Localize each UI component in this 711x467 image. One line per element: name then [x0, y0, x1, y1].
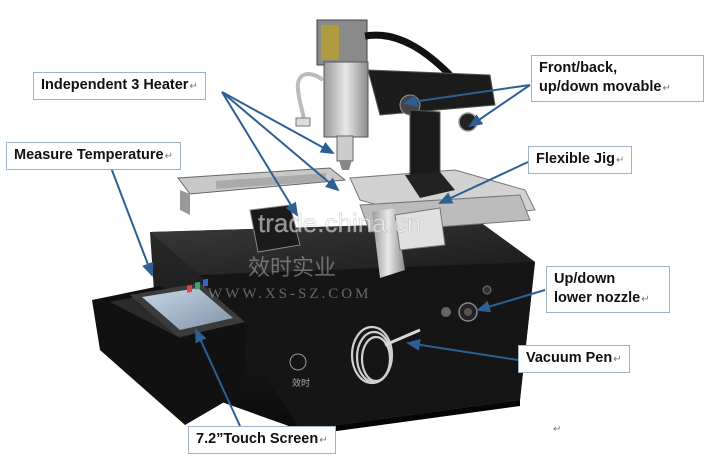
device-logo: 效时	[292, 377, 310, 388]
callout-measure-temperature-text: Measure Temperature	[14, 147, 164, 163]
front-panel-controls: 效时	[289, 285, 492, 388]
callout-front-back-line1: Front/back,	[539, 60, 618, 76]
callout-vacuum-pen-text: Vacuum Pen	[526, 350, 613, 366]
callout-measure-temperature: Measure Temperature↵	[6, 142, 182, 170]
touch-screen-drawer	[92, 278, 245, 425]
callout-touch-screen-text: 7.2”Touch Screen	[196, 431, 319, 447]
stray-return-mark: ↵	[553, 424, 562, 435]
watermark-chinese: 效时实业	[248, 255, 336, 280]
callout-independent-heater: Independent 3 Heater↵	[33, 72, 206, 100]
callout-lower-nozzle-line2: lower nozzle	[554, 290, 641, 306]
callout-independent-heater-text: Independent 3 Heater	[41, 77, 189, 93]
callout-touch-screen: 7.2”Touch Screen↵	[188, 426, 336, 454]
touch-screen-display[interactable]	[142, 288, 233, 330]
callout-lower-nozzle-line1: Up/down	[554, 271, 616, 287]
vacuum-pen	[350, 325, 421, 385]
watermark: trade.china.cn 效时实业 WWW.XS-SZ.COM	[208, 208, 422, 302]
callout-vacuum-pen: Vacuum Pen↵	[518, 345, 630, 373]
watermark-site: trade.china.cn	[258, 208, 421, 238]
rework-station-body	[150, 222, 535, 436]
flexible-jig-frame	[177, 167, 536, 278]
callout-front-back-line2: up/down movable	[539, 79, 662, 95]
upper-heater-head	[316, 19, 496, 198]
callout-lower-nozzle: Up/down lower nozzle↵	[546, 266, 670, 313]
watermark-url: WWW.XS-SZ.COM	[208, 286, 371, 302]
gooseneck-lamp	[295, 72, 325, 127]
callout-flexible-jig: Flexible Jig↵	[528, 146, 633, 174]
callout-flexible-jig-text: Flexible Jig	[536, 151, 615, 167]
callout-front-back-movable: Front/back, up/down movable↵	[531, 55, 704, 102]
leader-lines	[109, 84, 546, 427]
